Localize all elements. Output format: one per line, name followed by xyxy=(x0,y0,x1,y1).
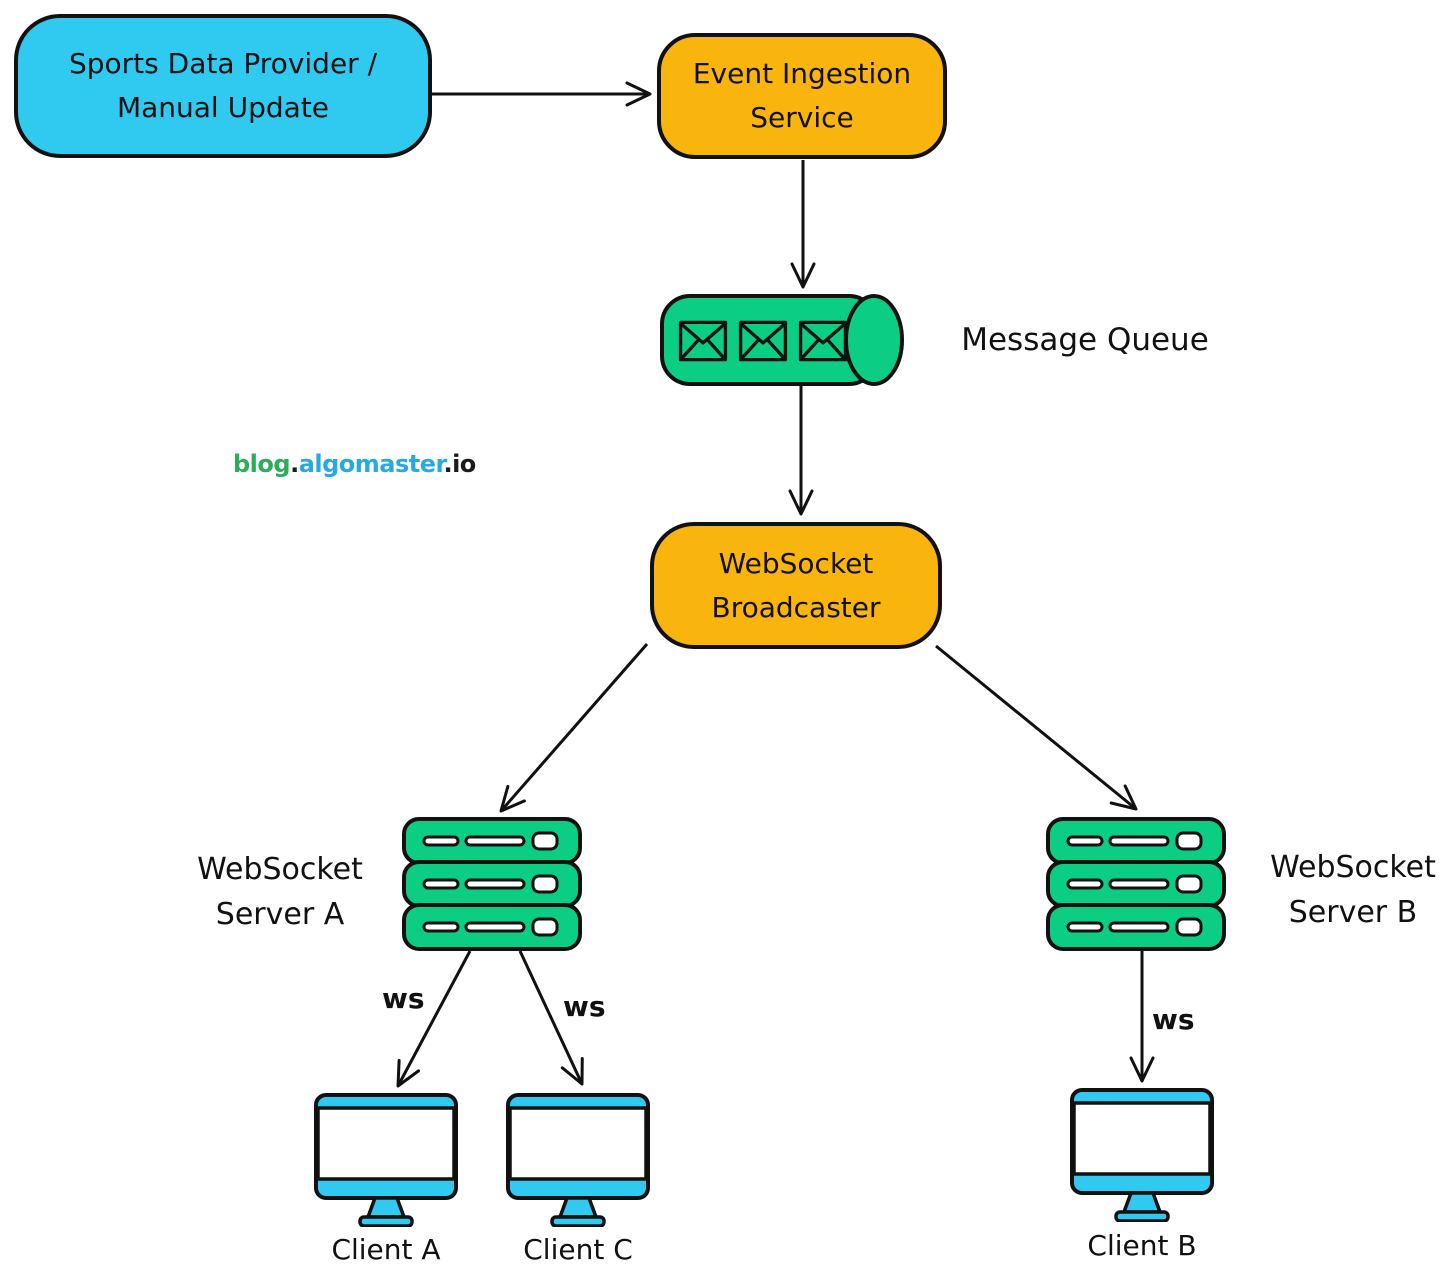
node-event-ingestion-line1: Event Ingestion xyxy=(692,57,912,90)
watermark-dot2: . xyxy=(443,450,453,478)
websocket-server-b-label-line2: Server B xyxy=(1288,895,1418,930)
edge-broadcaster-to-server-a xyxy=(499,643,649,813)
node-event-ingestion-line2: Service xyxy=(750,101,854,134)
client-b-label: Client B xyxy=(1087,1229,1197,1262)
ws-label-client-a: ws xyxy=(382,982,425,1015)
watermark-dot1: . xyxy=(290,450,299,478)
node-websocket-broadcaster-line1: WebSocket xyxy=(718,546,874,580)
monitor-icon-client-c xyxy=(506,1093,650,1227)
message-queue-cylinder xyxy=(660,294,904,386)
monitor-icon-client-b xyxy=(1070,1088,1214,1222)
node-websocket-broadcaster: WebSocket Broadcaster xyxy=(650,522,942,649)
watermark: blog.algomaster.io xyxy=(233,450,476,478)
websocket-server-a-label-line1: WebSocket xyxy=(197,852,363,887)
message-queue-label: Message Queue xyxy=(961,322,1209,358)
node-sports-data-provider: Sports Data Provider / Manual Update xyxy=(14,14,432,158)
ws-label-client-b: ws xyxy=(1152,1003,1195,1036)
node-websocket-broadcaster-line2: Broadcaster xyxy=(711,590,881,624)
client-c-label: Client C xyxy=(523,1233,633,1266)
server-stack-icon-b xyxy=(1046,817,1226,951)
node-event-ingestion-service: Event Ingestion Service xyxy=(657,33,947,159)
edge-server-a-to-client-a xyxy=(396,950,472,1088)
edge-broadcaster-to-server-b xyxy=(935,644,1138,811)
websocket-server-b-label-line1: WebSocket xyxy=(1270,850,1436,885)
websocket-server-a-label: WebSocket Server A xyxy=(168,847,392,937)
client-a-label: Client A xyxy=(331,1233,441,1266)
node-sports-data-provider-line2: Manual Update xyxy=(116,91,330,124)
server-stack-icon-a xyxy=(402,817,582,951)
monitor-icon-client-a xyxy=(314,1093,458,1227)
watermark-algomaster: algomaster xyxy=(298,450,444,478)
websocket-server-a-label-line2: Server A xyxy=(215,897,345,932)
edge-server-a-to-client-c xyxy=(518,950,584,1086)
ws-label-client-c: ws xyxy=(563,990,606,1023)
node-sports-data-provider-line1: Sports Data Provider / xyxy=(68,47,378,80)
websocket-server-b-label: WebSocket Server B xyxy=(1248,845,1456,935)
watermark-blog: blog xyxy=(233,450,291,478)
watermark-io: io xyxy=(452,450,476,478)
